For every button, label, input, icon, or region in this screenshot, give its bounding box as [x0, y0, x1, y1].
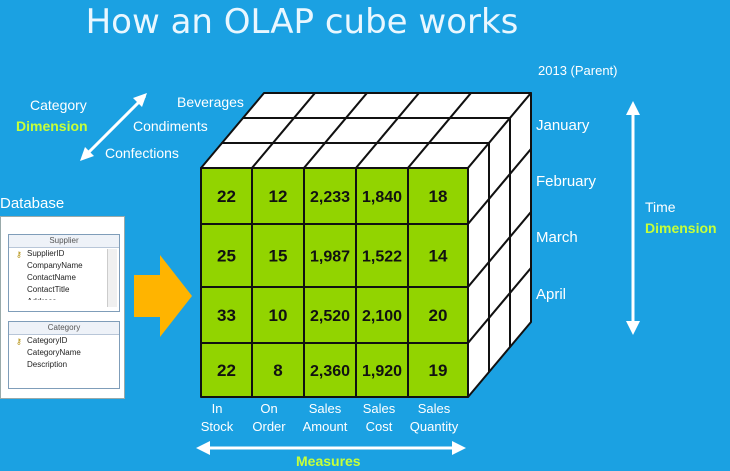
cube-cell-value: 19 — [429, 361, 448, 380]
cube-cell-value: 15 — [269, 247, 288, 266]
category-member-confections: Confections — [105, 145, 179, 161]
category-dimension-label: Dimension — [16, 118, 88, 134]
cube-cell-value: 1,522 — [362, 249, 402, 266]
measure-label-line1: Sales — [417, 401, 451, 416]
database-panel: Supplier ⚷ SupplierID CompanyName Contact… — [0, 216, 125, 399]
category-table-title: Category — [9, 322, 119, 335]
cube-cell-value: 20 — [429, 306, 448, 325]
measure-label-line1: In — [211, 401, 223, 416]
cube-cell-value: 2,233 — [310, 189, 350, 206]
category-member-beverages: Beverages — [177, 94, 244, 110]
category-label: Category — [30, 97, 87, 113]
measures-axis-arrow — [196, 441, 466, 455]
time-member-february: February — [536, 173, 597, 190]
time-member-march: March — [536, 229, 578, 246]
key-icon: ⚷ — [16, 250, 22, 259]
cube-cell-value: 8 — [273, 361, 282, 380]
cube-cell-value: 10 — [269, 306, 288, 325]
measure-label-line1: Sales — [362, 401, 396, 416]
measure-label-line1: Sales — [308, 401, 342, 416]
measure-label-line2: Order — [252, 419, 286, 434]
category-table: Category ⚷ CategoryID CategoryName Descri… — [8, 321, 120, 389]
category-key-field-label: CategoryID — [27, 336, 68, 345]
cube-cell-value: 22 — [217, 187, 236, 206]
cube-cell-value: 1,987 — [310, 249, 350, 266]
measure-label-line2: Amount — [302, 419, 348, 434]
measure-label-line1: On — [260, 401, 278, 416]
supplier-table-title: Supplier — [9, 235, 119, 248]
cube-cell-value: 1,920 — [362, 363, 402, 380]
cube-cell-value: 2,520 — [310, 308, 350, 325]
page-title: How an OLAP cube works — [85, 2, 519, 42]
key-icon: ⚷ — [16, 337, 22, 346]
cube-cell-value: 14 — [429, 247, 448, 266]
category-member-condiments: Condiments — [133, 118, 208, 134]
time-label: Time — [645, 199, 676, 215]
category-key-field: ⚷ CategoryID — [9, 335, 119, 347]
measure-label-line2: Cost — [365, 419, 393, 434]
cube-cell — [407, 342, 469, 398]
cube-cell-value: 2,100 — [362, 308, 402, 325]
measures-label: Measures — [296, 453, 361, 469]
supplier-field: ContactTitle — [27, 285, 70, 294]
cube-cell-value: 22 — [217, 361, 236, 380]
cube-cell-value: 12 — [269, 187, 288, 206]
supplier-field: ContactName — [27, 273, 76, 282]
supplier-scrollbar[interactable] — [107, 249, 117, 307]
cube-cell-value: 2,360 — [310, 363, 350, 380]
olap-cube: 22 12 2,233 1,840 18 25 15 1,987 1,522 14 33 10 2,52… — [200, 92, 532, 398]
process-arrow-icon — [134, 255, 192, 337]
supplier-key-field-label: SupplierID — [27, 249, 65, 258]
cube-cell-value: 18 — [429, 187, 448, 206]
database-label: Database — [0, 195, 65, 212]
supplier-field: Address — [9, 296, 119, 300]
category-field: Description — [27, 360, 68, 369]
time-member-april: April — [536, 286, 567, 303]
supplier-key-field: ⚷ SupplierID — [9, 248, 119, 260]
measure-label-line2: Stock — [200, 419, 234, 434]
supplier-field: CompanyName — [27, 261, 83, 270]
cube-cell-value: 1,840 — [362, 189, 402, 206]
time-dimension-label: Dimension — [645, 220, 717, 236]
time-member-january: January — [536, 117, 590, 134]
category-axis-arrow — [80, 93, 147, 161]
category-field: CategoryName — [27, 348, 81, 357]
cube-cell-value: 25 — [217, 247, 236, 266]
measure-label-line2: Quantity — [409, 419, 459, 434]
time-parent-label: 2013 (Parent) — [538, 63, 618, 78]
time-axis-arrow — [626, 101, 640, 335]
supplier-table: Supplier ⚷ SupplierID CompanyName Contact… — [8, 234, 120, 312]
cube-cell-value: 33 — [217, 306, 236, 325]
